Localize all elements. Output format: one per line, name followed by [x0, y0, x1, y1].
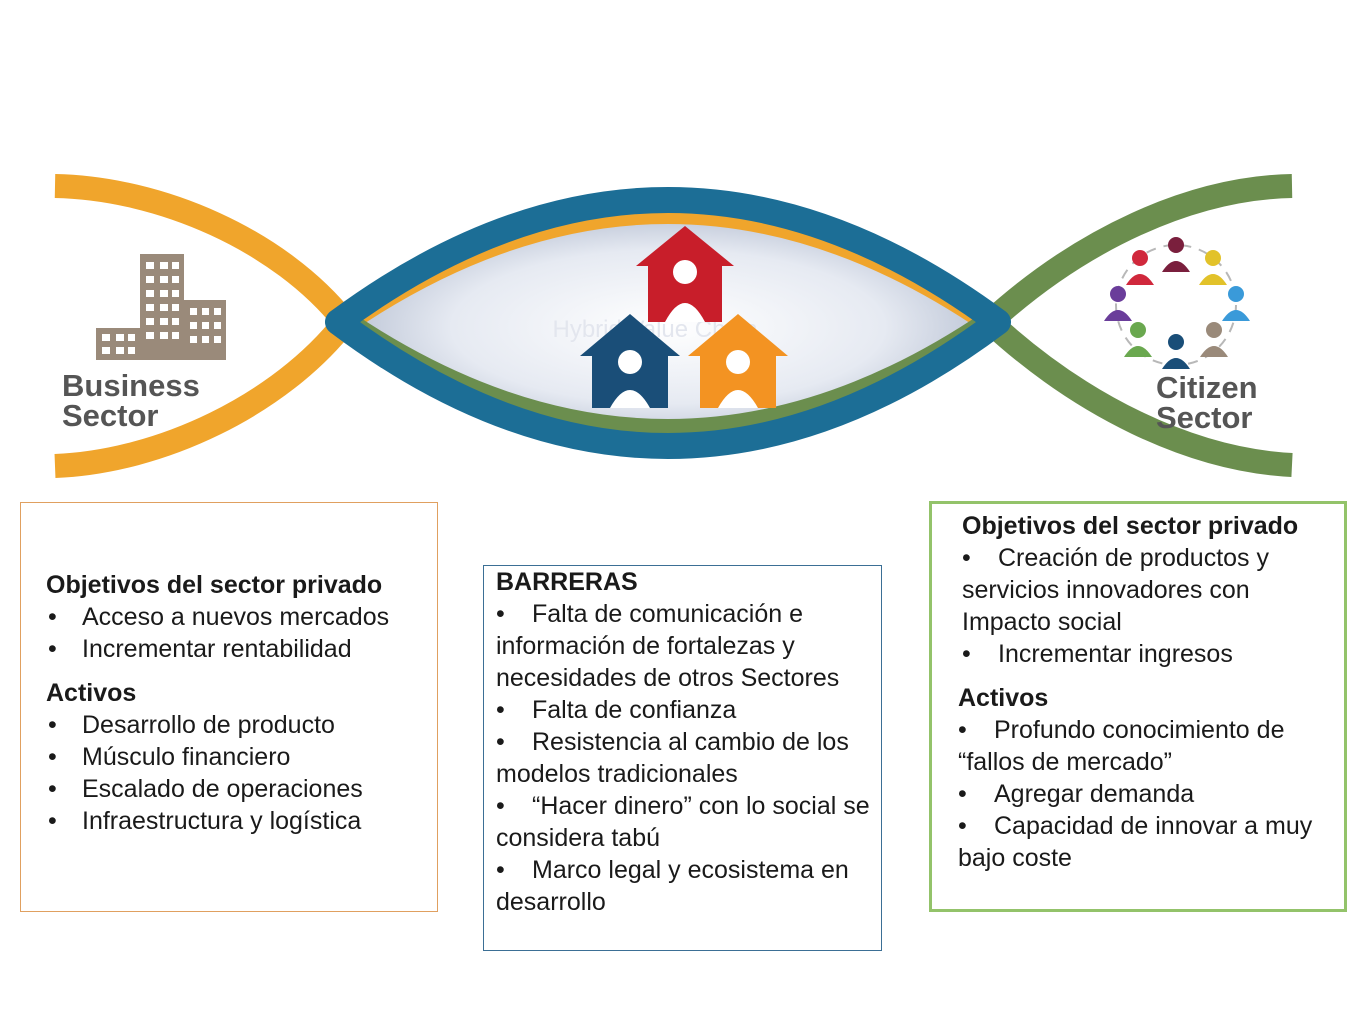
business-objectives-list: Acceso a nuevos mercados Incrementar ren… [46, 601, 427, 665]
bullet: • [496, 792, 505, 820]
list-item: •Capacidad de innovar a muy bajo coste [958, 812, 1313, 872]
business-assets-list: Desarrollo de producto Músculo financier… [46, 709, 427, 837]
citizen-assets-title: Activos [958, 684, 1049, 712]
list-item: •Agregar demanda [958, 780, 1195, 808]
business-sector-label-line2: Sector [62, 398, 158, 433]
list-item: Infraestructura y logística [46, 805, 427, 837]
person-icon [1162, 237, 1190, 272]
list-item: Músculo financiero [46, 741, 427, 773]
business-sector-box: Objetivos del sector privado Acceso a nu… [20, 502, 438, 912]
citizen-sector-label-line2: Sector [1156, 400, 1252, 435]
person-icon [1126, 250, 1154, 285]
business-assets-title: Activos [46, 679, 137, 707]
green-strand-right-upper [981, 174, 1293, 331]
citizen-assets-list: •Profundo conocimiento de “fallos de mer… [958, 714, 1336, 874]
green-strand-right-lower [981, 313, 1293, 477]
bullet: • [958, 716, 967, 744]
hybrid-value-chain-graphic: Hybrid Value Chain [54, 174, 1293, 478]
bullet: • [958, 812, 967, 840]
bullet: • [962, 640, 971, 668]
list-item: Acceso a nuevos mercados [46, 601, 427, 633]
person-icon [1222, 286, 1250, 321]
house-blue-icon [580, 314, 680, 408]
bullet: • [962, 544, 971, 572]
list-item: •Falta de comunicación e información de … [496, 600, 840, 692]
person-icon [1124, 322, 1152, 357]
orange-strand-left-lower [54, 314, 355, 478]
list-item: Desarrollo de producto [46, 709, 427, 741]
business-sector-label-line1: Business [62, 368, 200, 403]
citizen-sector-box: Objetivos del sector privado •Creación d… [929, 501, 1347, 912]
person-icon [1162, 334, 1190, 369]
list-item: Escalado de operaciones [46, 773, 427, 805]
person-icon [1199, 250, 1227, 285]
center-lens [340, 206, 996, 439]
list-item: •Incrementar ingresos [962, 640, 1233, 668]
person-icon [1200, 322, 1228, 357]
list-item: •Resistencia al cambio de los modelos tr… [496, 728, 849, 788]
orange-strand-left-upper [54, 174, 355, 330]
citizen-objectives-list: •Creación de productos y servicios innov… [962, 542, 1336, 670]
bullet: • [496, 856, 505, 884]
list-item: •Creación de productos y servicios innov… [962, 544, 1269, 636]
bullet: • [496, 696, 505, 724]
person-icon [1104, 286, 1132, 321]
house-red-icon [636, 226, 734, 322]
bullet: • [958, 780, 967, 808]
list-item: •Falta de confianza [496, 696, 737, 724]
barriers-title: BARRERAS [496, 568, 638, 596]
list-item: •Profundo conocimiento de “fallos de mer… [958, 716, 1285, 776]
list-item: •“Hacer dinero” con lo social se conside… [496, 792, 870, 852]
business-objectives-title: Objetivos del sector privado [46, 571, 383, 599]
citizen-objectives-title: Objetivos del sector privado [962, 512, 1299, 540]
blue-ring [325, 187, 1011, 459]
list-item: Incrementar rentabilidad [46, 633, 427, 665]
citizen-sector-label-line1: Citizen [1156, 370, 1258, 405]
people-circle-icon [1104, 237, 1250, 369]
bullet: • [496, 728, 505, 756]
bullet: • [496, 600, 505, 628]
house-orange-icon [688, 314, 788, 408]
barriers-list: •Falta de comunicación e información de … [496, 598, 875, 918]
building-icon [96, 254, 226, 360]
list-item: •Marco legal y ecosistema en desarrollo [496, 856, 849, 916]
barriers-box: BARRERAS •Falta de comunicación e inform… [483, 565, 882, 951]
